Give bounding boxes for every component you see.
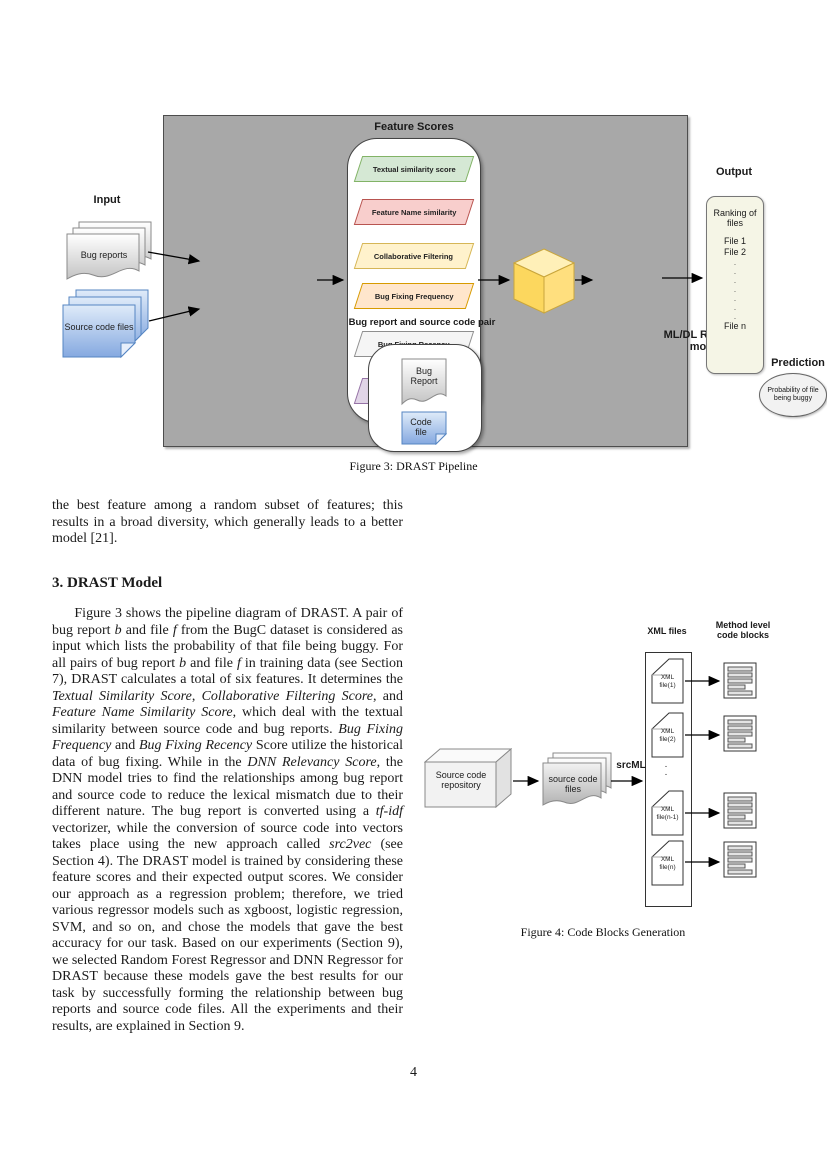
bug-reports-stack-icon: Bug reports: [66, 221, 152, 283]
output-dot: .: [733, 312, 737, 321]
output-dot: .: [733, 276, 737, 285]
bug-report-doc-icon: Bug Report: [401, 358, 447, 408]
ellipsis-dots: ..: [664, 759, 668, 777]
feature-parallelogram: Feature Name similarity: [353, 199, 475, 225]
output-item: File 1: [723, 236, 746, 246]
method-blocks-title: Method level code blocks: [715, 620, 771, 640]
paragraph: Figure 3 shows the pipeline diagram of D…: [52, 606, 404, 1034]
code-block-icon: [723, 792, 757, 834]
regressor-cube-icon: [512, 248, 576, 319]
bug-reports-label: Bug reports: [80, 250, 128, 260]
source-repo-icon: Source code repository: [423, 747, 513, 809]
pair-box-title: Bug report and source code pair: [348, 317, 496, 328]
files-label-fig4: source code files: [548, 774, 598, 794]
section-heading: 3. DRAST Model: [52, 574, 163, 591]
feature-parallelogram: Textual similarity score: [353, 156, 475, 182]
bug-report-doc-label: Bug Report: [410, 366, 438, 386]
output-dot: .: [733, 303, 737, 312]
xml-files-title: XML files: [647, 626, 687, 636]
feature-parallelogram: Bug Fixing Frequency: [353, 283, 475, 309]
code-block-icon: [723, 715, 757, 757]
repo-label: Source code repository: [435, 770, 487, 790]
srcml-label: srcML: [616, 760, 646, 771]
output-dot: .: [733, 258, 737, 267]
paragraph: the best feature among a random subset o…: [52, 498, 403, 546]
source-files-label: Source code files: [64, 322, 134, 332]
prediction-ellipse: Probability of file being buggy: [759, 373, 827, 417]
output-box: Ranking of files File 1 File 2 . . . . .…: [706, 196, 764, 374]
output-title: Output: [715, 166, 753, 178]
output-dot: .: [733, 267, 737, 276]
output-dot: .: [733, 285, 737, 294]
figure4-caption: Figure 4: Code Blocks Generation: [520, 925, 686, 939]
output-item: File 2: [723, 247, 746, 257]
output-ranking-title: Ranking of files: [713, 208, 757, 228]
pair-box: Bug Report Code file: [368, 344, 482, 452]
input-title: Input: [93, 194, 121, 206]
figure3-panel: Feature Scores Textual similarity score …: [163, 115, 827, 452]
source-files-stack-icon-fig4: source code files: [542, 752, 614, 812]
code-file-label: Code file: [410, 417, 432, 437]
page-number: 4: [410, 1065, 417, 1080]
feature-scores-title: Feature Scores: [374, 121, 454, 133]
code-block-icon: [723, 841, 757, 883]
source-files-stack-icon: Source code files: [62, 289, 150, 363]
feature-parallelogram: Collaborative Filtering: [353, 243, 475, 269]
code-file-icon: Code file: [401, 411, 448, 446]
prediction-text: Probability of file being buggy: [767, 387, 819, 402]
code-block-icon: [723, 662, 757, 704]
output-item: File n: [723, 321, 746, 331]
xml-files-container: [645, 652, 692, 907]
output-dot: .: [733, 294, 737, 303]
figure3-caption: Figure 3: DRAST Pipeline: [349, 459, 478, 473]
prediction-title: Prediction: [771, 357, 825, 369]
body-text-column: the best feature among a random subset o…: [52, 498, 403, 1035]
